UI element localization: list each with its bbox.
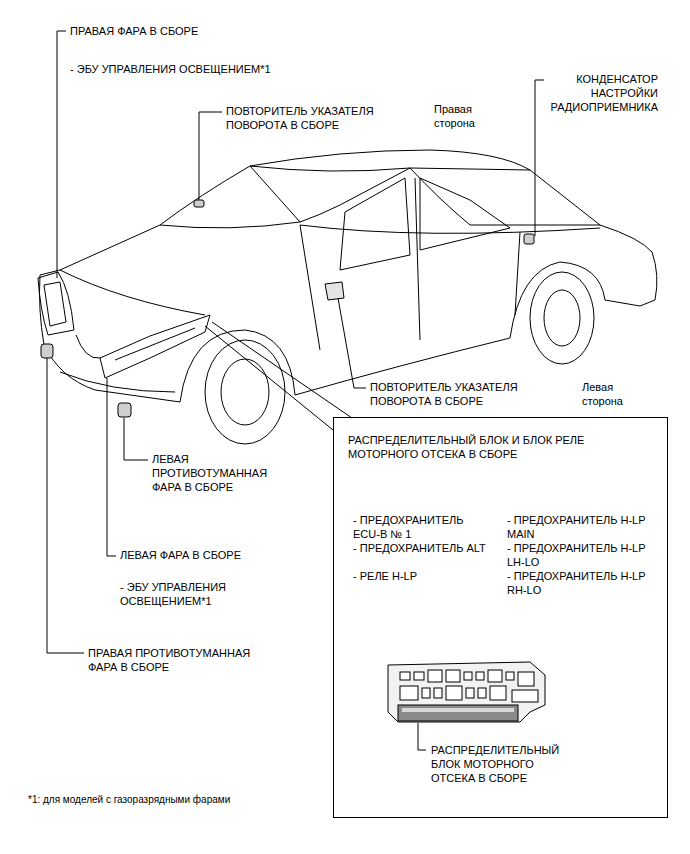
- part-label: ПОВТОРИТЕЛЬ УКАЗАТЕЛЯ ПОВОРОТА В СБОРЕ: [370, 380, 560, 408]
- box-item: - ПРЕДОХРАНИТЕЛЬ H-LP MAIN: [507, 513, 655, 541]
- part-label: *1: для моделей с газоразрядными фарами: [28, 793, 348, 807]
- box-item: - РЕЛЕ H-LP: [353, 569, 493, 583]
- part-label: ЛЕВАЯ ПРОТИВОТУМАННАЯ ФАРА В СБОРЕ: [152, 452, 282, 494]
- part-label: КОНДЕНСАТОР НАСТРОЙКИ РАДИОПРИЕМНИКА: [548, 72, 658, 114]
- part-label: Правая сторона: [434, 102, 494, 130]
- part-label: ПРАВАЯ ПРОТИВОТУМАННАЯ ФАРА В СБОРЕ: [88, 646, 278, 674]
- part-label: ПРАВАЯ ФАРА В СБОРЕ: [70, 24, 290, 38]
- box-item: - ПРЕДОХРАНИТЕЛЬ H-LP RH-LO: [507, 569, 655, 597]
- part-label: - ЭБУ УПРАВЛЕНИЯ ОСВЕЩЕНИЕМ*1: [120, 580, 260, 608]
- part-label: Левая сторона: [582, 380, 642, 408]
- part-label: ПОВТОРИТЕЛЬ УКАЗАТЕЛЯ ПОВОРОТА В СБОРЕ: [226, 104, 416, 132]
- part-label: ЛЕВАЯ ФАРА В СБОРЕ: [120, 548, 320, 562]
- component-box: РАСПРЕДЕЛИТЕЛЬНЫЙ БЛОК И БЛОК РЕЛЕ МОТОР…: [333, 417, 668, 818]
- box-heading: РАСПРЕДЕЛИТЕЛЬНЫЙ БЛОК И БЛОК РЕЛЕ МОТОР…: [348, 433, 653, 461]
- box-item: - ПРЕДОХРАНИТЕЛЬ ALT: [353, 541, 493, 555]
- part-label: - ЭБУ УПРАВЛЕНИЯ ОСВЕЩЕНИЕМ*1: [70, 62, 290, 76]
- box-item: - ПРЕДОХРАНИТЕЛЬ H-LP LH-LO: [507, 541, 655, 569]
- box-item: РАСПРЕДЕЛИТЕЛЬНЫЙ БЛОК МОТОРНОГО ОТСЕКА …: [431, 743, 581, 785]
- box-item: - ПРЕДОХРАНИТЕЛЬ ECU-B № 1: [353, 513, 493, 541]
